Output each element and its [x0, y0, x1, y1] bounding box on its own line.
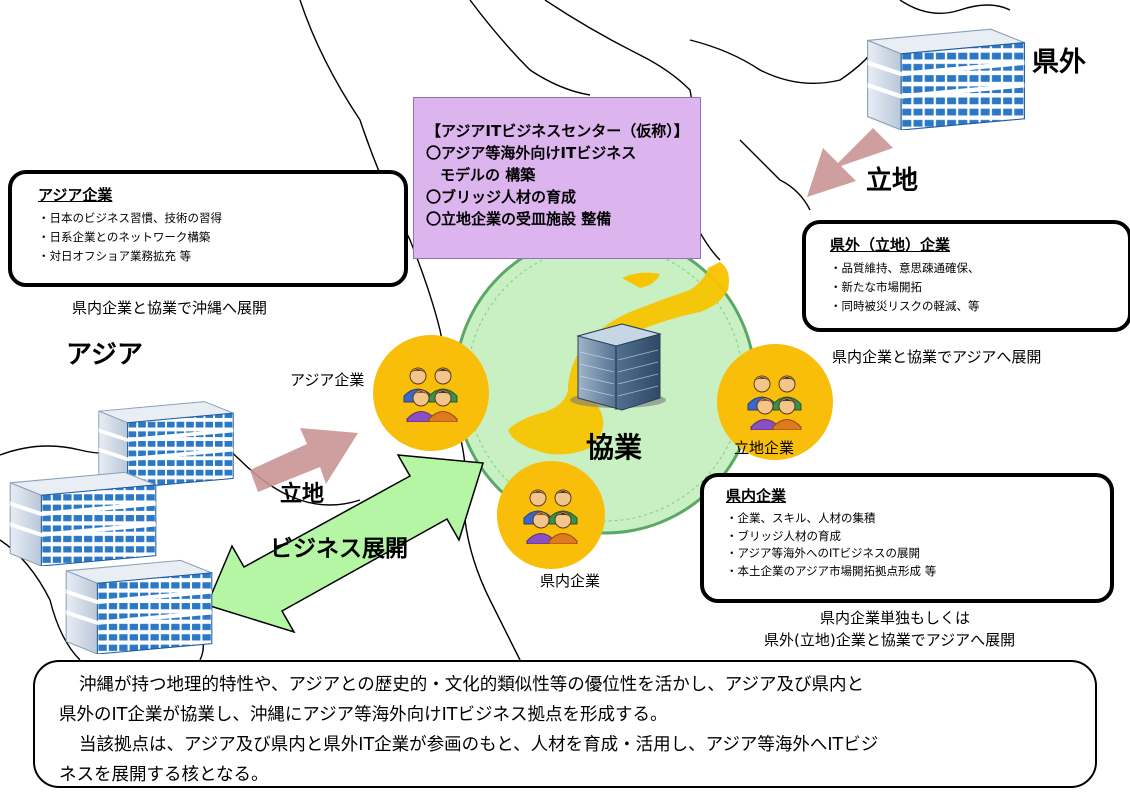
- pink-arrow-left: [250, 428, 358, 492]
- kennai-box-item: ・企業、スキル、人材の集積: [726, 511, 876, 525]
- building-asia-3-icon: [65, 559, 213, 654]
- ritchi-left-label: 立地: [280, 482, 325, 507]
- asia-box-item: ・対日オフショア業務拡充 等: [38, 249, 192, 263]
- kennai-box-item: ・本土企業のアジア市場開拓拠点形成 等: [726, 563, 937, 578]
- kengai-company-box: 県外（立地）企業 ・品質維持、意思疎通確保、 ・新たな市場開拓 ・同時被災リスク…: [802, 220, 1130, 332]
- asia-box-item: ・日本のビジネス習慣、技術の習得: [38, 211, 222, 225]
- prefectural-company-people-icon: [497, 461, 605, 569]
- asia-box-heading: アジア企業: [38, 186, 113, 204]
- kennai-box-heading: 県内企業: [726, 487, 787, 505]
- asia-it-business-center-box: 【アジアITビジネスセンター（仮称）】 〇アジア等海外向けITビジネス モデルの…: [413, 97, 701, 259]
- asia-box-item: ・日系企業とのネットワーク構築: [38, 230, 211, 244]
- building-asia-2-icon: [9, 471, 157, 566]
- pink-arrow-top: [807, 128, 893, 197]
- asia-company-box: アジア企業 ・日本のビジネス習慣、技術の習得 ・日系企業とのネットワーク構築 ・…: [8, 170, 408, 287]
- summary-line4: ネスを展開する核となる。: [59, 765, 269, 785]
- kennai-box-item: ・ブリッジ人材の育成: [726, 528, 841, 543]
- prefectural-company-label: 県内企業: [540, 572, 601, 590]
- center-box-line3: 〇ブリッジ人材の育成: [426, 188, 577, 206]
- center-box-title: 【アジアITビジネスセンター（仮称）】: [426, 122, 689, 140]
- business-expansion-label: ビジネス展開: [270, 536, 408, 562]
- asia-company-people-icon: [373, 335, 489, 451]
- kennai-company-box: 県内企業 ・企業、スキル、人材の集積 ・ブリッジ人材の育成 ・アジア等海外へのI…: [700, 473, 1114, 603]
- summary-box: 沖縄が持つ地理的特性や、アジアとの歴史的・文化的類似性等の優位性を活かし、アジア…: [33, 660, 1097, 788]
- center-box-line4: 〇立地企業の受皿施設 整備: [426, 210, 612, 228]
- asia-company-label: アジア企業: [290, 371, 365, 389]
- kengai-box-item: ・同時被災リスクの軽減、等: [830, 299, 980, 313]
- kengai-caption: 県内企業と協業でアジアへ展開: [832, 348, 1042, 366]
- kengai-label: 県外: [1032, 47, 1086, 78]
- kennai-caption-line1: 県内企業単独もしくは: [820, 609, 971, 627]
- business-double-arrow: [205, 454, 484, 634]
- center-tower-icon: [570, 323, 666, 411]
- ritchi-top-label: 立地: [866, 166, 919, 196]
- relocated-company-label: 立地企業: [734, 439, 795, 457]
- summary-line2: 県外のIT企業が協業し、沖縄にアジア等海外向けITビジネス拠点を形成する。: [59, 705, 668, 725]
- asia-label: アジア: [66, 340, 143, 370]
- building-kengai-icon: [867, 28, 1025, 130]
- center-box-line2: モデルの 構築: [440, 166, 536, 184]
- kennai-caption-line2: 県外(立地)企業と協業でアジアへ展開: [764, 631, 1016, 649]
- summary-line1: 沖縄が持つ地理的特性や、アジアとの歴史的・文化的類似性等の優位性を活かし、アジア…: [79, 675, 865, 695]
- kengai-box-item: ・品質維持、意思疎通確保、: [830, 261, 980, 275]
- okinawa-island: [508, 262, 729, 455]
- summary-line3: 当該拠点は、アジア及び県内と県外IT企業が参画のもと、人材を育成・活用し、アジア…: [79, 735, 879, 755]
- center-box-line1: 〇アジア等海外向けITビジネス: [426, 144, 637, 162]
- kyogyo-label: 協業: [586, 431, 643, 464]
- kennai-box-item: ・アジア等海外へのITビジネスの展開: [726, 546, 920, 560]
- asia-caption: 県内企業と協業で沖縄へ展開: [72, 299, 268, 317]
- kengai-box-item: ・新たな市場開拓: [830, 280, 922, 294]
- relocated-company-people-icon: [717, 344, 833, 460]
- kengai-box-heading: 県外（立地）企業: [830, 236, 951, 254]
